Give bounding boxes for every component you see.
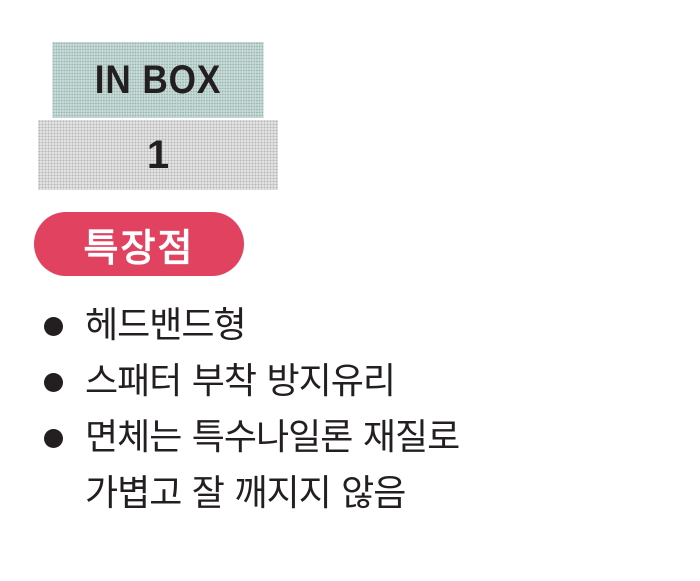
list-item: 헤드밴드형 — [44, 298, 684, 354]
features-badge: 특장점 — [34, 212, 244, 276]
feature-text: 면체는 특수나일론 재질로 가볍고 잘 깨지지 않음 — [85, 417, 460, 514]
inbox-header: IN BOX — [52, 42, 264, 118]
list-item: 면체는 특수나일론 재질로 가볍고 잘 깨지지 않음 — [44, 410, 684, 522]
feature-text: 헤드밴드형 — [85, 305, 247, 346]
feature-list: 헤드밴드형 스패터 부착 방지유리 면체는 특수나일론 재질로 가볍고 잘 깨지… — [44, 298, 684, 522]
feature-text: 스패터 부착 방지유리 — [85, 361, 396, 402]
bullet-icon — [44, 317, 63, 336]
inbox-value: 1 — [38, 120, 278, 190]
inbox-table: IN BOX 1 — [38, 42, 278, 190]
bullet-icon — [44, 429, 63, 448]
table-divider — [38, 118, 278, 120]
bullet-icon — [44, 373, 63, 392]
list-item: 스패터 부착 방지유리 — [44, 354, 684, 410]
